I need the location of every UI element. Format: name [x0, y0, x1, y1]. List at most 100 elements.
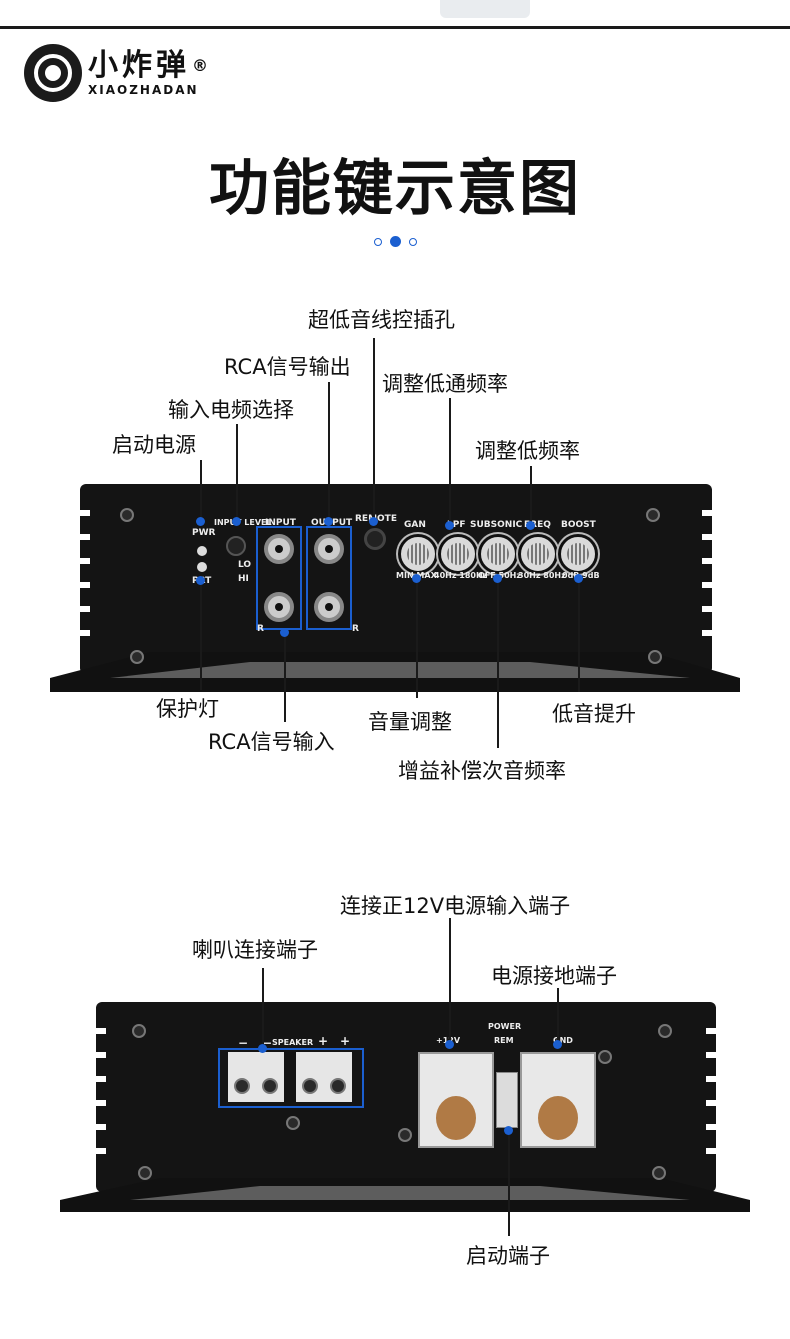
- rca-output-box: [306, 526, 352, 630]
- prt-led: [197, 562, 207, 572]
- rca-output-right-jack[interactable]: [314, 592, 344, 622]
- rca-output-left-jack[interactable]: [314, 534, 344, 564]
- rem-terminal[interactable]: [496, 1072, 518, 1128]
- pwr-led: [197, 546, 207, 556]
- rear-screw-bl: [138, 1166, 152, 1180]
- dot-rca-in: [280, 628, 289, 637]
- pwr-label: PWR: [192, 528, 216, 538]
- pager-dot-3[interactable]: [409, 237, 417, 246]
- gnd-terminal[interactable]: [520, 1052, 596, 1148]
- brand-logo: 小炸弹® XIAOZHADAN: [24, 44, 212, 102]
- speaker-terminal-block-left: [228, 1052, 284, 1102]
- callout-bass-boost: 低音提升: [552, 702, 636, 726]
- callout-adjust-lpf: 调整低通频率: [382, 372, 508, 396]
- boost-knob[interactable]: [558, 534, 598, 574]
- dot-gnd: [553, 1040, 562, 1049]
- leader-protect: [200, 580, 202, 690]
- leader-rca-in: [284, 632, 286, 722]
- brand-name-cn: 小炸弹®: [88, 49, 212, 83]
- dot-plus12v: [445, 1040, 454, 1049]
- rear-screw-br: [652, 1166, 666, 1180]
- rear-chassis: [60, 1002, 750, 1212]
- callout-subwoofer-remote: 超低音线控插孔: [308, 308, 455, 332]
- callout-input-level: 输入电频选择: [168, 398, 294, 422]
- leader-gnd: [557, 988, 559, 1044]
- speaker-terminal-box: [218, 1048, 364, 1108]
- freq-range: 30Hz 80Hz: [518, 571, 566, 580]
- gnd-post: [538, 1096, 578, 1140]
- callout-volume: 音量调整: [368, 710, 452, 734]
- subsonic-knob[interactable]: [478, 534, 518, 574]
- pager-dot-1[interactable]: [374, 237, 382, 246]
- brand-mark-icon: [24, 44, 82, 102]
- callout-adjust-low-freq: 调整低频率: [475, 439, 580, 463]
- plus12v-post: [436, 1096, 476, 1140]
- front-chassis: [50, 484, 740, 692]
- callout-subsonic: 增益补偿次音频率: [398, 759, 566, 783]
- dot-input-level: [232, 517, 241, 526]
- rem-label: REM: [494, 1036, 514, 1045]
- input-label: INPUT: [265, 518, 296, 528]
- pager-dot-2[interactable]: [390, 236, 401, 247]
- rca-input-left-jack[interactable]: [264, 534, 294, 564]
- speaker-terminal-4[interactable]: [330, 1078, 346, 1094]
- rear-screw-mid2: [398, 1128, 412, 1142]
- remote-jack[interactable]: [364, 528, 386, 550]
- subsonic-label: SUBSONIC: [470, 520, 523, 530]
- freq-knob[interactable]: [518, 534, 558, 574]
- rca-input-right-jack[interactable]: [264, 592, 294, 622]
- dot-freq: [526, 521, 535, 530]
- output-r-label: R: [352, 624, 359, 634]
- dot-boost: [574, 574, 583, 583]
- leader-lpf: [449, 398, 451, 524]
- leader-subsonic: [497, 578, 499, 748]
- dot-rca-out: [324, 517, 333, 526]
- leader-rca-out: [328, 382, 330, 520]
- top-bar: [0, 0, 790, 29]
- speaker-terminal-2[interactable]: [262, 1078, 278, 1094]
- rca-input-box: [256, 526, 302, 630]
- leader-remote: [373, 338, 375, 522]
- lpf-range: 40Hz 180Hz: [434, 571, 488, 580]
- plus12v-terminal[interactable]: [418, 1052, 494, 1148]
- speaker-minus-1: −: [238, 1036, 249, 1050]
- freq-label: FREQ: [524, 520, 551, 530]
- speaker-terminal-1[interactable]: [234, 1078, 250, 1094]
- input-level-switch[interactable]: [226, 536, 246, 556]
- hi-label: HI: [238, 574, 249, 584]
- leader-plus12v: [449, 918, 451, 1044]
- brand-name-cn-text: 小炸弹: [88, 48, 190, 83]
- dot-protect: [196, 576, 205, 585]
- input-level-label: INPUT LEVEL: [214, 518, 272, 527]
- callout-rca-output: RCA信号输出: [224, 355, 351, 379]
- leader-rem: [508, 1130, 510, 1236]
- callout-protect-light: 保护灯: [156, 697, 219, 721]
- rear-screw-tr: [658, 1024, 672, 1038]
- speaker-label: SPEAKER: [272, 1038, 314, 1047]
- callout-rca-input: RCA信号输入: [208, 730, 335, 754]
- leader-volume: [416, 578, 418, 698]
- dot-lpf: [445, 521, 454, 530]
- gnd-label: GND: [553, 1036, 573, 1045]
- speaker-terminal-3[interactable]: [302, 1078, 318, 1094]
- rear-screw-tl: [132, 1024, 146, 1038]
- brand-text: 小炸弹® XIAOZHADAN: [88, 49, 212, 98]
- speaker-terminal-block-right: [296, 1052, 352, 1102]
- boost-label: BOOST: [561, 520, 596, 530]
- gain-knob[interactable]: [398, 534, 438, 574]
- callout-gnd: 电源接地端子: [491, 964, 617, 988]
- speaker-plus-1: +: [318, 1034, 329, 1048]
- leader-boost: [578, 578, 580, 692]
- leader-freq: [530, 466, 532, 524]
- page-title: 功能键示意图: [209, 154, 581, 224]
- dot-remote: [369, 517, 378, 526]
- callout-rem: 启动端子: [466, 1244, 550, 1268]
- rear-screw-mid1: [286, 1116, 300, 1130]
- front-screw-br: [648, 650, 662, 664]
- front-screw-tl: [120, 508, 134, 522]
- lpf-label: LPF: [447, 520, 466, 530]
- lpf-knob[interactable]: [438, 534, 478, 574]
- front-screw-tr: [646, 508, 660, 522]
- input-r-label: R: [257, 624, 264, 634]
- callout-power-on: 启动电源: [112, 433, 196, 457]
